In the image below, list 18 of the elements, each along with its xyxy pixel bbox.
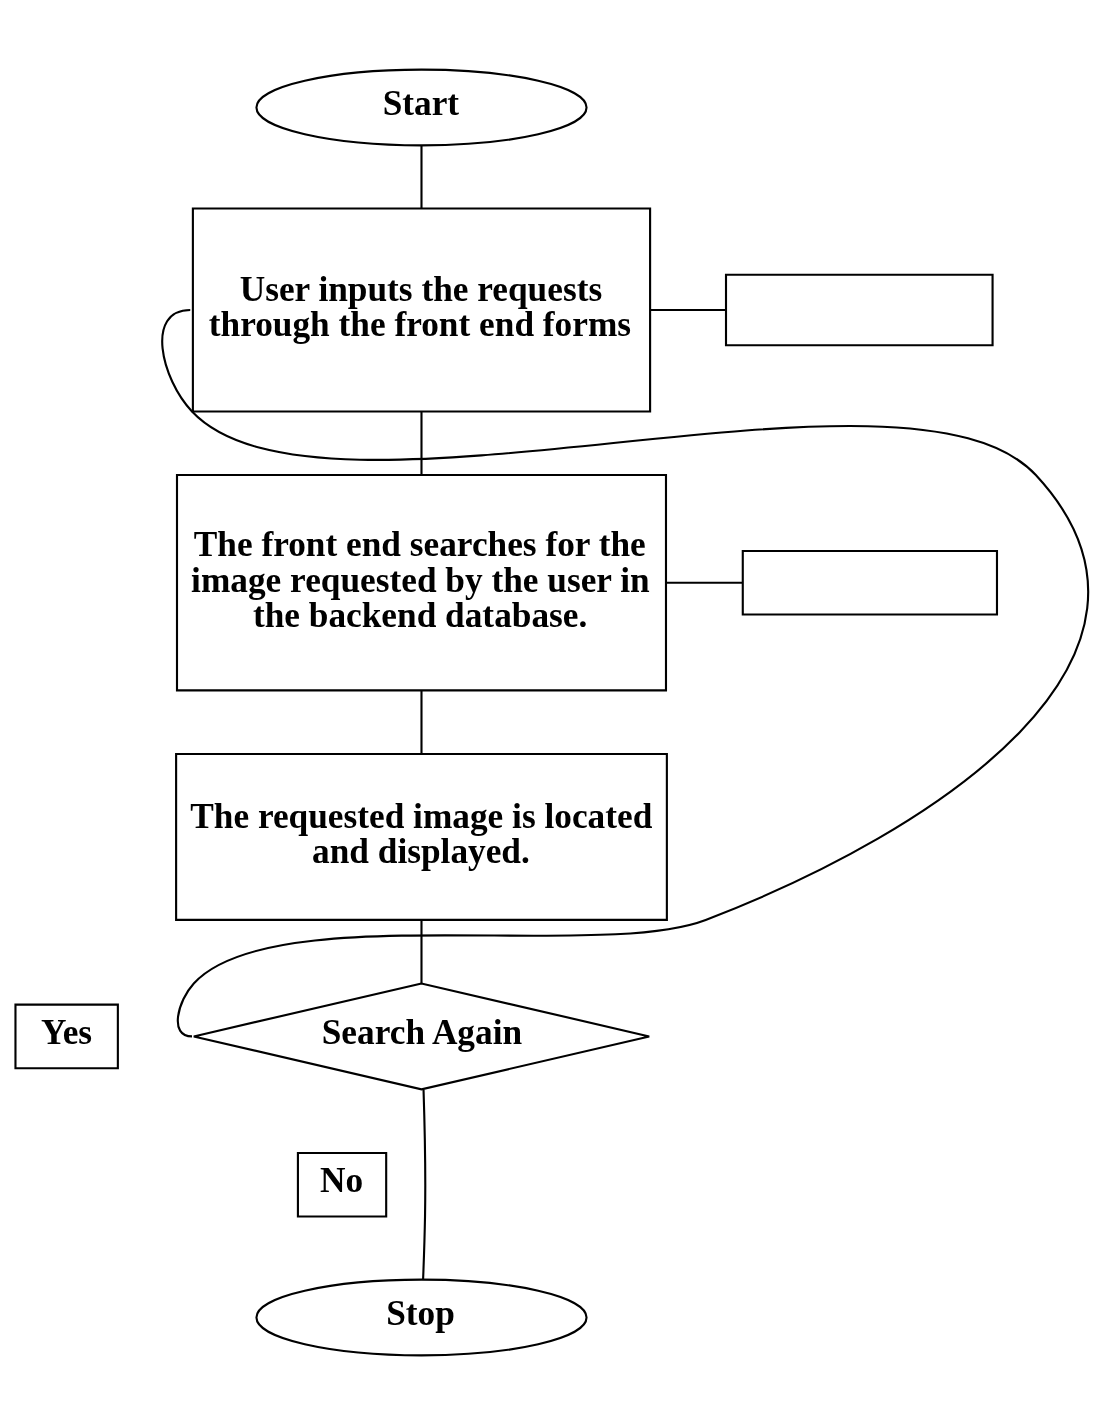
connector — [422, 1089, 427, 1280]
node-ellipse: Start — [255, 68, 588, 147]
node-ellipse: Stop — [255, 1278, 588, 1357]
node-box: The front end searches for the image requested by the user in the backend database. — [175, 474, 668, 692]
connector — [650, 308, 726, 312]
connector — [420, 145, 423, 209]
connector — [420, 920, 423, 984]
node-box: The requested image is located and displayed. — [175, 752, 668, 921]
node-box — [741, 549, 999, 616]
node-box — [724, 273, 994, 347]
node-diamond: Search Again — [192, 982, 651, 1091]
connector — [666, 581, 743, 584]
node-box: Yes — [14, 1003, 119, 1070]
connector — [420, 690, 423, 754]
connector — [161, 309, 1088, 1038]
connector — [420, 412, 423, 475]
node-box: User inputs the requests through the front end forms — [191, 207, 652, 413]
node-box: No — [296, 1151, 388, 1218]
